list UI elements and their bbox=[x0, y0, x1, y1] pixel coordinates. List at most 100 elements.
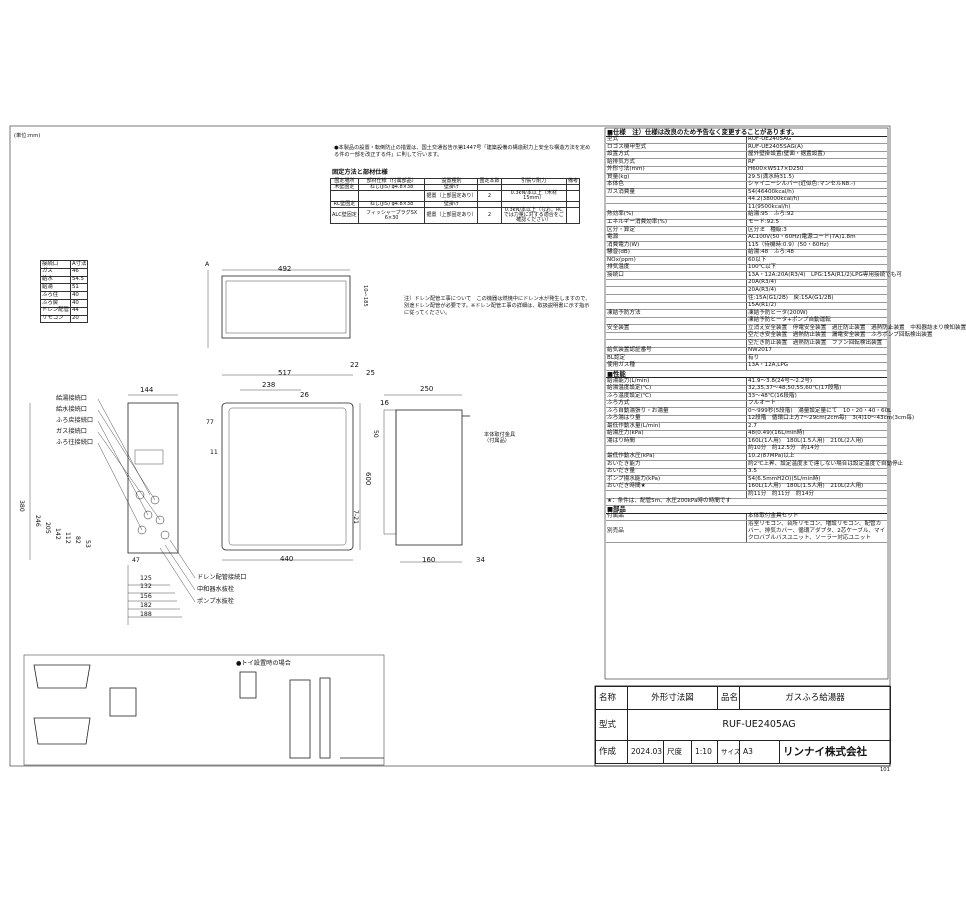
spec-row: 本体色シャイニーシルバー(近似色:マンセルN8.-) bbox=[606, 181, 887, 190]
conn-cell: 40 bbox=[69, 291, 89, 300]
spec-key bbox=[606, 196, 747, 205]
callout-label: 給水接続口 bbox=[56, 406, 87, 413]
model-value: RUF-UE2405AG bbox=[626, 709, 892, 741]
conn-cell: 給水 bbox=[40, 275, 71, 285]
front-view-body bbox=[221, 402, 354, 551]
spec-row: 区分・算定区分:E 種級:3 bbox=[606, 226, 887, 235]
perf-row: 約11分 約11分 約14分 bbox=[606, 490, 887, 499]
created-label: 作成 bbox=[595, 740, 628, 764]
spec-header: ■仕様 注）仕様は改良のため予告なく変更することがあります。 bbox=[606, 129, 887, 137]
fix-method-table: 固定場所 部材仕様（付属部品） 設置種別 固定本数 引張り耐力 備考 木壁固定 … bbox=[330, 178, 581, 224]
perf-row: 給湯能力(L/min)41.9～3.8(24号～2.2号) bbox=[606, 377, 887, 386]
conn-cell: 51 bbox=[69, 283, 89, 293]
dim-label: 188 bbox=[140, 611, 152, 618]
spec-value: 往:15A(G1/2B) 戻:15A(G1/2B) bbox=[746, 294, 887, 303]
dim-label: 47 bbox=[132, 557, 140, 564]
spec-key: エネルギー消費効率(%) bbox=[606, 219, 747, 228]
spec-key bbox=[606, 302, 747, 311]
dim-label: 50 bbox=[372, 430, 380, 438]
spec-value: 区分:E 種級:3 bbox=[746, 226, 887, 235]
callout-label: ふろ戻接続口 bbox=[56, 417, 94, 424]
spec-value: 凍結予防ヒータ+ポンプ自動運転 bbox=[746, 317, 887, 326]
perf-row: ポンプ揚水能力(kPa)54(6.5mmH2O)(5L/min時) bbox=[606, 475, 887, 484]
spec-row: NOx(ppm)60以下 bbox=[606, 256, 887, 265]
spec-value: 空だき防止装置 過熱防止装置 ファン回転検出装置 bbox=[746, 339, 887, 348]
conn-cell: 46 bbox=[69, 267, 89, 277]
parts-value: 本体取付金具セット bbox=[746, 513, 887, 522]
drawing-canvas bbox=[9, 125, 891, 767]
unit-note: (単位:mm) bbox=[14, 133, 41, 139]
spec-value: シャイニーシルバー(近似色:マンセルN8.-) bbox=[746, 181, 887, 190]
callout-label: ポンプ水抜栓 bbox=[197, 598, 234, 605]
callout-label: ガス接続口 bbox=[56, 428, 87, 435]
dim-label: 246 bbox=[34, 515, 42, 527]
perf-key: 給湯温度設定(℃) bbox=[606, 385, 747, 394]
fix-cell: 木壁固定 bbox=[330, 184, 359, 191]
spec-value: モード:92.5 bbox=[746, 219, 887, 228]
fix-table-row: 据置（上部固定あり） 2 0.3kN/本以上（木材15mm） bbox=[330, 190, 581, 202]
spec-key: 区分・算定 bbox=[606, 226, 747, 235]
perf-row: 約10分 約12.5分 約14分 bbox=[606, 445, 887, 454]
page-ref: 101 bbox=[880, 767, 890, 773]
dim-label: 26 bbox=[300, 391, 309, 399]
spec-value: AC100V(50・60Hz)電源コード(7A)1.8m bbox=[746, 234, 887, 243]
perf-key: 最低作動水圧(kPa) bbox=[606, 453, 747, 462]
top-view-body bbox=[221, 275, 351, 339]
spec-key: ロゴス機甲型式 bbox=[606, 143, 747, 152]
fix-cell: RC壁固定 bbox=[330, 201, 359, 208]
perf-key: おいだき時間★ bbox=[606, 483, 747, 492]
perf-value: 160L(1人用) 180L(1.5人用) 210L(2人用) bbox=[746, 483, 887, 492]
spec-row: 20A(R3/4) bbox=[606, 279, 887, 288]
spec-row: 凍結予防方法凍結予防ヒータ(200W) bbox=[606, 309, 887, 318]
dim-label: 25 bbox=[366, 369, 375, 377]
fix-table-row: ALC壁固定 フィッシャープラグSX 6×30 据置（上部固定あり） 2 0.3… bbox=[330, 207, 581, 224]
spec-value: 凍結予防ヒータ(200W) bbox=[746, 309, 887, 318]
spec-row: 設置方式屋外壁掛設置(壁面・据置設置) bbox=[606, 151, 887, 160]
dim-label: 517 bbox=[278, 369, 292, 377]
conn-cell: 20 bbox=[69, 314, 89, 324]
perf-key: ふろ自動湯張り・お湯量 bbox=[606, 407, 747, 416]
spec-key: BL認定 bbox=[606, 354, 747, 363]
perf-row: 給湯温度設定(℃)32,35,37～48,50,55,60℃(17段階) bbox=[606, 385, 887, 394]
spec-value: 54(46400kcal/h) bbox=[746, 188, 887, 197]
spec-key: 本体色 bbox=[606, 181, 747, 190]
install-case-note: ●トイ設置時の場合 bbox=[236, 660, 291, 667]
spec-key: NOx(ppm) bbox=[606, 256, 747, 265]
spec-row: エネルギー消費効率(%)モード:92.5 bbox=[606, 219, 887, 228]
dim-label: 156 bbox=[140, 593, 152, 600]
perf-key: ふろ温度設定(℃) bbox=[606, 392, 747, 401]
side-view-body bbox=[395, 409, 463, 546]
parts-row: 別売品浴室リモコン、台所リモコン、増設リモコン、配管カバー、排気カバー、循環アダ… bbox=[606, 520, 887, 543]
fix-method-title: 固定方法と部材仕様 bbox=[332, 169, 388, 176]
conn-cell: 40 bbox=[69, 298, 89, 308]
name-value: 外形寸法図 bbox=[626, 686, 719, 710]
spec-key bbox=[606, 286, 747, 296]
dim-label: 53 bbox=[84, 540, 92, 548]
spec-value: 屋外壁掛設置(壁面・据置設置) bbox=[746, 151, 887, 160]
perf-value: 12段階 循環口上方7～29cm(2cm毎) 3(4)10～43cm(3cm毎) bbox=[746, 415, 915, 424]
dim-label: 16 bbox=[380, 399, 389, 407]
dim-label: 125 bbox=[140, 575, 152, 582]
spec-key: 設置方式 bbox=[606, 151, 747, 160]
spec-row: BL認定有り bbox=[606, 354, 887, 363]
fix-cell bbox=[330, 190, 359, 202]
spec-value: 44.2(38000kcal/h) bbox=[746, 196, 887, 205]
dim-label: 160 bbox=[422, 556, 436, 564]
spec-key: 外形寸法(mm) bbox=[606, 166, 747, 175]
callout-label: ドレン配管接続口 bbox=[197, 574, 247, 581]
fix-cell: ALC壁固定 bbox=[330, 207, 359, 224]
dim-label: 440 bbox=[280, 555, 294, 563]
fix-header-cell: 固定本数 bbox=[477, 178, 502, 185]
fix-cell: 0.3kN/本以上（なお、RCでは力量に対する適合をご確認ください） bbox=[500, 207, 567, 224]
parts-row: 付属品本体取付金具セット bbox=[606, 513, 887, 522]
